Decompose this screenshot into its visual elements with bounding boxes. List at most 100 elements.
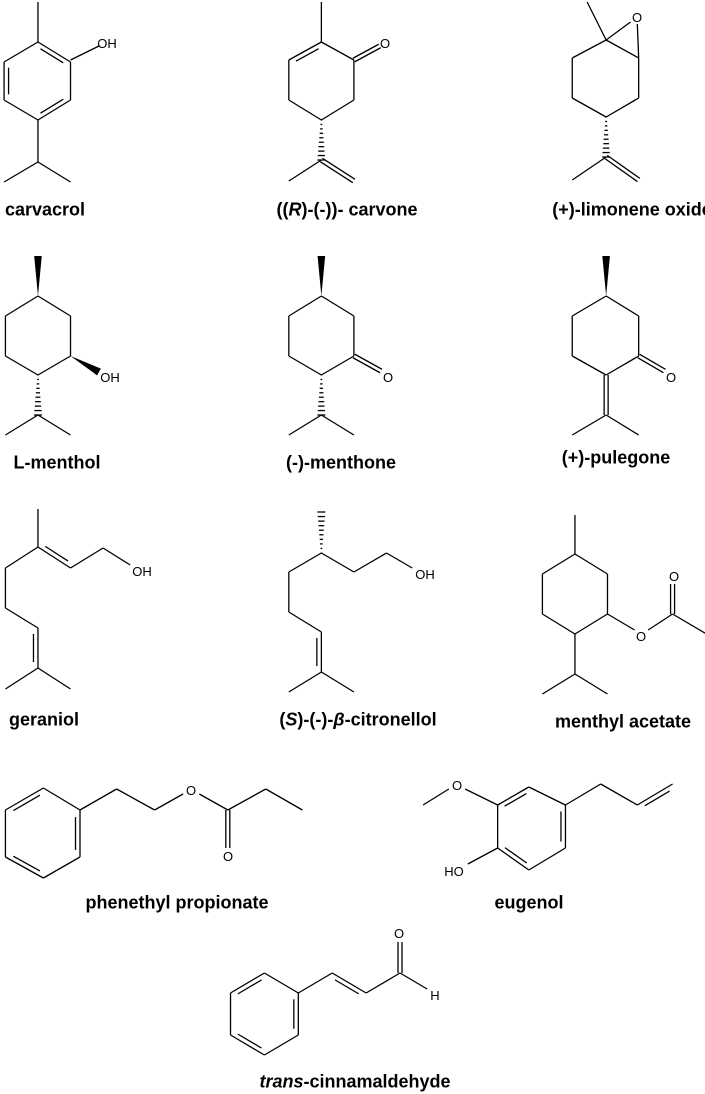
single-bond xyxy=(528,786,566,806)
single-bond xyxy=(37,667,71,690)
compound-name-limonene-oxide: (+)-limonene oxide xyxy=(552,200,705,221)
single-bond xyxy=(37,295,71,317)
compound-name-menthyl-acetate: menthyl acetate xyxy=(555,712,691,733)
molecule-carvone: O xyxy=(288,2,390,184)
name-segment: )-(-))- carvone xyxy=(301,199,418,220)
single-bond xyxy=(605,295,640,317)
double-bond xyxy=(352,43,380,59)
double-bond xyxy=(322,157,356,180)
name-segment: (+)-limonene oxide xyxy=(552,199,705,220)
single-bond xyxy=(571,414,607,436)
single-bond xyxy=(600,783,638,806)
compound-name-l-menthol: L-menthol xyxy=(14,453,101,474)
double-bond-inner xyxy=(237,979,262,995)
single-bond xyxy=(365,972,401,994)
compound-name-eugenol: eugenol xyxy=(494,893,563,914)
single-bond xyxy=(321,671,355,693)
single-bond xyxy=(264,1034,299,1056)
wedge-bond xyxy=(317,256,326,296)
name-segment: menthyl acetate xyxy=(554,711,692,732)
single-bond xyxy=(288,671,322,693)
compound-name-cinnamaldehyde: trans-cinnamaldehyde xyxy=(259,1072,450,1093)
double-bond xyxy=(37,99,71,121)
name-segment: S xyxy=(285,709,298,730)
double-bond xyxy=(354,47,381,63)
name-segment: (-)-menthone xyxy=(286,452,396,473)
single-bond xyxy=(37,355,71,376)
single-bond xyxy=(288,552,322,573)
atom-label-o: O xyxy=(394,926,404,941)
double-bond-inner xyxy=(13,794,41,812)
name-segment: trans xyxy=(259,1071,304,1092)
single-bond xyxy=(574,613,608,635)
single-bond xyxy=(79,788,117,811)
single-bond xyxy=(3,161,39,183)
name-segment: -citronellol xyxy=(344,709,437,730)
compound-name-citronellol: (S)-(-)-β-citronellol xyxy=(279,710,436,731)
molecule-geraniol: OH xyxy=(4,509,152,690)
atom-label-oh: OH xyxy=(132,564,152,579)
single-bond xyxy=(5,295,39,317)
name-segment: (+)-pulegone xyxy=(561,447,671,468)
single-bond xyxy=(542,553,576,575)
double-bond xyxy=(354,353,383,370)
single-bond xyxy=(422,788,450,806)
single-bond xyxy=(321,355,355,376)
molecule-menthyl-acetate: O O xyxy=(541,515,705,695)
single-bond xyxy=(586,1,607,41)
single-bond xyxy=(321,41,355,61)
double-bond-inner xyxy=(44,545,69,562)
molecule-citronellol: OH xyxy=(288,511,435,693)
atom-label-o: O xyxy=(632,10,642,25)
single-bond xyxy=(43,787,81,811)
single-bond xyxy=(542,673,576,695)
double-bond-inner xyxy=(504,793,527,807)
molecule-limonene-oxide: O xyxy=(571,1,642,183)
double-bond-inner xyxy=(295,48,319,62)
single-bond xyxy=(288,611,322,633)
molecule-carvacrol: OH xyxy=(3,2,117,183)
name-segment: R xyxy=(288,199,302,220)
atom-label-carbonyl-o: O xyxy=(669,569,679,584)
molecule-menthone: O xyxy=(288,256,393,436)
molecule-pulegone: O xyxy=(571,256,676,436)
compound-name-geraniol: geraniol xyxy=(9,710,79,731)
atom-label-ester-o: O xyxy=(186,783,196,798)
single-bond xyxy=(102,547,131,566)
name-segment: β xyxy=(333,709,345,730)
molecule-cinnamaldehyde: O H xyxy=(229,926,440,1056)
name-segment: (( xyxy=(276,199,289,220)
single-bond xyxy=(297,972,333,994)
single-bond xyxy=(467,847,498,865)
atom-label-o: O xyxy=(380,36,390,51)
single-bond xyxy=(571,156,607,181)
single-bond xyxy=(605,21,631,41)
single-bond xyxy=(528,847,566,871)
double-bond-inner xyxy=(40,48,64,64)
name-segment: eugenol xyxy=(494,892,564,913)
double-bond xyxy=(319,161,354,184)
single-bond xyxy=(636,23,640,59)
name-segment: carvacrol xyxy=(4,199,86,220)
wedge-bond xyxy=(602,256,610,296)
single-bond xyxy=(70,547,104,569)
single-bond xyxy=(571,97,607,118)
atom-label-carbonyl-o: O xyxy=(223,849,233,864)
name-segment: phenethyl propionate xyxy=(85,892,269,913)
single-bond xyxy=(116,788,155,811)
name-segment: ( xyxy=(279,709,286,730)
single-bond xyxy=(5,607,39,629)
double-bond-inner xyxy=(334,979,360,995)
single-bond xyxy=(5,546,39,569)
atom-label-oh: OH xyxy=(97,36,117,51)
atom-label-methoxy-o: O xyxy=(452,778,462,793)
single-bond xyxy=(199,793,229,811)
wedge-bond xyxy=(34,256,42,296)
single-bond xyxy=(321,295,355,317)
compound-name-carvone: ((R)-(-))- carvone xyxy=(277,200,418,221)
single-bond xyxy=(37,161,71,183)
single-bond xyxy=(574,553,608,575)
molecule-l-menthol: OH xyxy=(4,256,120,436)
double-bond xyxy=(5,856,44,879)
